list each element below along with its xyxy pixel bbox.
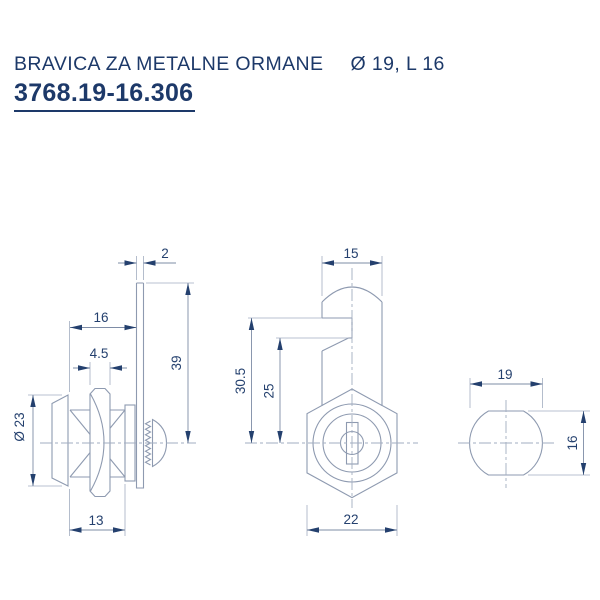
hex-nut-front <box>306 388 398 499</box>
dim-label-cam-profile-height: 16 <box>565 435 580 450</box>
dim-label-nut-thickness: 4.5 <box>90 346 109 361</box>
dim-label-head-diameter: Ø 23 <box>12 412 27 441</box>
product-title: BRAVICA ZA METALNE ORMANE <box>14 53 324 75</box>
cam-section-view: 19 16 <box>458 367 590 488</box>
dim-label-across-flats: 22 <box>343 512 358 527</box>
dim-label-offset-outer: 30.5 <box>233 368 248 394</box>
dim-label-cam-width: 15 <box>343 246 358 261</box>
lock-head-profile <box>51 394 69 487</box>
dim-label-thread-length: 13 <box>88 513 103 528</box>
dim-label-cam-reach: 39 <box>169 355 184 370</box>
part-number: 3768.19-16.306 <box>14 79 196 112</box>
cam-bar-profile <box>135 282 145 489</box>
dim-label-offset-inner: 25 <box>262 383 277 398</box>
dim-label-grip-length: 16 <box>93 310 108 325</box>
nut-profile <box>89 387 111 498</box>
dim-label-cam-profile-width: 19 <box>497 367 512 382</box>
cam-tip-arc <box>321 286 383 303</box>
product-spec: Ø 19, L 16 <box>350 53 445 75</box>
title-row: BRAVICA ZA METALNE ORMANE Ø 19, L 16 <box>14 53 445 76</box>
dim-label-cam-thickness: 2 <box>161 246 169 261</box>
side-view: Ø 23 16 4.5 2 39 13 <box>12 246 196 536</box>
cam-section-profile <box>469 410 543 476</box>
front-view: 15 30.5 25 22 <box>233 246 418 536</box>
